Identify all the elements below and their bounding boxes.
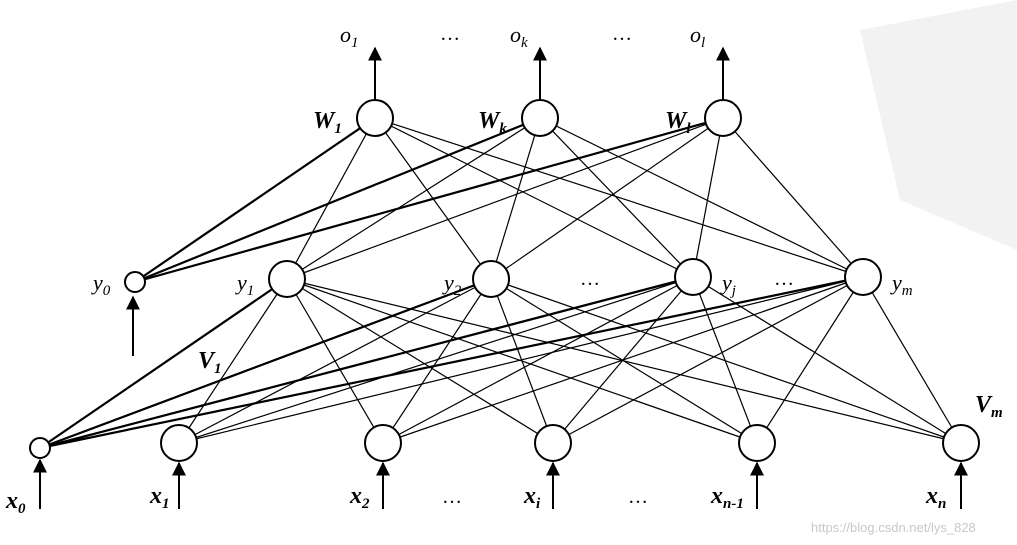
hidden-label-y2: y2 xyxy=(442,270,462,299)
weight-connection-input-hidden xyxy=(286,278,758,444)
weight-connection-hidden-output xyxy=(490,117,541,280)
input-node-xi xyxy=(534,424,572,462)
input-node-x2 xyxy=(364,424,402,462)
weight-connection-hidden-output xyxy=(490,117,724,280)
weight-connection-input-hidden xyxy=(178,278,288,444)
input-node-xn xyxy=(942,424,980,462)
weight-connection-hidden-output xyxy=(286,117,724,280)
weight-connection-input-hidden xyxy=(39,275,864,450)
input-label-x1: x1 xyxy=(149,483,170,512)
hidden-node-y1 xyxy=(268,260,306,298)
connections-layer xyxy=(39,116,962,450)
weight-connection-hidden-output xyxy=(286,117,541,280)
weight-label-w1: W1 xyxy=(313,108,342,137)
weight-label-wk: Wk xyxy=(478,108,507,137)
hidden-node-y2 xyxy=(472,260,510,298)
weight-connection-input-hidden xyxy=(178,276,694,444)
input-node-xn-1 xyxy=(738,424,776,462)
weight-connection-hidden-output xyxy=(286,117,376,280)
input-label-xi: xi xyxy=(523,483,541,512)
arrows-layer xyxy=(33,46,968,509)
hidden-ellipsis-2: … xyxy=(774,268,796,290)
input-node-x1 xyxy=(160,424,198,462)
weight-connection-hidden-output xyxy=(539,117,694,278)
weight-connection-input-hidden xyxy=(692,276,758,444)
input-label-x0: x0 xyxy=(5,488,26,517)
weight-connection-input-hidden xyxy=(286,278,554,444)
weight-connection-input-hidden xyxy=(490,278,962,444)
input-label-xn: xn xyxy=(925,483,946,512)
output-label-l: ol xyxy=(690,22,705,51)
weight-connection-input-hidden xyxy=(382,278,492,444)
weight-connection-hidden-output xyxy=(374,117,492,280)
watermark-seal xyxy=(860,0,1017,250)
weight-connection-input-hidden xyxy=(382,276,694,444)
weight-label-wl: Wl xyxy=(665,108,691,137)
output-node-k xyxy=(521,99,559,137)
hidden-ellipsis-1: … xyxy=(580,268,602,290)
bias-node-y0 xyxy=(124,271,146,293)
input-label-x2: x2 xyxy=(349,483,370,512)
output-ellipsis-1: … xyxy=(440,23,462,45)
weight-connection-input-hidden xyxy=(39,277,492,450)
weight-connection-hidden-output xyxy=(134,116,724,284)
output-label-1: o1 xyxy=(340,22,359,51)
input-ellipsis-2: … xyxy=(628,486,650,508)
weight-connection-hidden-output xyxy=(722,117,864,278)
weight-connection-hidden-output xyxy=(539,117,864,278)
output-node-1 xyxy=(356,99,394,137)
hidden-label-yj: yj xyxy=(720,270,736,299)
nodes-layer xyxy=(29,99,980,462)
weight-connection-input-hidden xyxy=(39,278,288,449)
watermark-url: https://blog.csdn.net/lys_828 xyxy=(811,520,976,535)
weight-connection-hidden-output xyxy=(374,117,694,278)
weight-connection-hidden-output xyxy=(374,117,864,278)
weight-connection-hidden-output xyxy=(134,117,376,283)
hidden-label-ym: ym xyxy=(890,270,913,299)
output-node-l xyxy=(704,99,742,137)
weight-connection-input-hidden xyxy=(756,276,864,444)
weight-connection-input-hidden xyxy=(862,276,962,444)
hidden-label-y1: y1 xyxy=(235,270,254,299)
weight-connection-input-hidden xyxy=(552,276,864,444)
weight-connection-input-hidden xyxy=(692,276,962,444)
input-label-xn-1: xn-1 xyxy=(710,483,744,512)
input-ellipsis-1: … xyxy=(442,486,464,508)
output-label-k: ok xyxy=(510,22,528,51)
hidden-node-ym xyxy=(844,258,882,296)
weight-connection-input-hidden xyxy=(39,275,694,450)
weight-connection-input-hidden xyxy=(286,278,962,444)
weight-connection-hidden-output xyxy=(134,116,541,284)
weight-connection-input-hidden xyxy=(286,278,384,444)
output-ellipsis-2: … xyxy=(612,23,634,45)
weight-label-vm: Vm xyxy=(975,392,1003,421)
hidden-node-yj xyxy=(674,258,712,296)
bias-node-x0 xyxy=(29,437,51,459)
hidden-label-y0: y0 xyxy=(91,270,111,299)
weight-label-v1: V1 xyxy=(198,348,222,377)
weight-connection-hidden-output xyxy=(692,117,724,278)
